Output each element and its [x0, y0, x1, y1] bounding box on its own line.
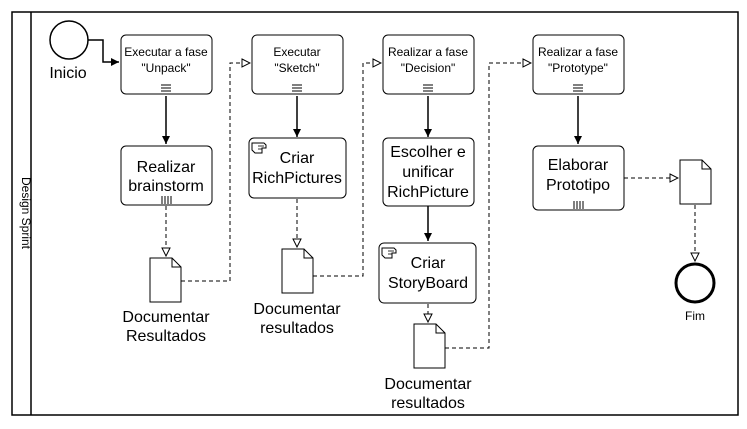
doc1-label-line1: Documentar	[122, 309, 210, 326]
task-prototype-line1: Realizar a fase	[538, 45, 618, 59]
task-choose-line3: RichPicture	[387, 184, 469, 201]
lane-label: Design Sprint	[19, 177, 33, 250]
task-elaborate-line2: Prototipo	[546, 177, 610, 194]
task-brainstorm[interactable]: Realizar brainstorm	[120, 145, 213, 206]
task-unpack-line2: "Unpack"	[141, 61, 190, 75]
task-storyboard-line2: StoryBoard	[388, 275, 468, 292]
sequential-marker-icon	[161, 84, 171, 92]
data-object-doc2[interactable]	[281, 248, 314, 294]
task-richpictures-line1: Criar	[280, 150, 315, 167]
task-storyboard[interactable]: Criar StoryBoard	[378, 242, 477, 304]
task-choose-line1: Escolher e	[390, 144, 466, 161]
task-choose[interactable]: Escolher e unificar RichPicture	[382, 137, 475, 207]
task-richpictures[interactable]: Criar RichPictures	[248, 137, 347, 199]
data-object-doc3[interactable]	[413, 323, 446, 369]
doc3-label-line2: resultados	[391, 395, 465, 412]
task-choose-line2: unificar	[402, 164, 454, 181]
task-elaborate-line1: Elaborar	[548, 157, 609, 174]
parallel-marker-icon	[161, 196, 172, 204]
flow-start-to-unpack	[88, 39, 119, 66]
sequential-marker-icon	[423, 84, 433, 92]
end-event[interactable]	[674, 262, 716, 304]
task-unpack-line1: Executar a fase	[124, 45, 208, 59]
doc2-label-line2: resultados	[260, 320, 334, 337]
task-sketch-line2: "Sketch"	[274, 61, 319, 75]
end-event-label: Fim	[685, 309, 705, 323]
doc1-label-line2: Resultados	[126, 328, 206, 345]
task-decision[interactable]: Realizar a fase "Decision"	[382, 34, 475, 95]
start-event-label: Inicio	[49, 65, 86, 82]
task-elaborate[interactable]: Elaborar Prototipo	[532, 145, 625, 211]
start-event[interactable]	[49, 20, 89, 60]
assoc-doc2-to-decision	[313, 63, 381, 277]
task-sketch-line1: Executar	[273, 45, 320, 59]
task-decision-line2: "Decision"	[401, 61, 456, 75]
assoc-doc1-to-sketch	[181, 63, 250, 282]
task-unpack[interactable]: Executar a fase "Unpack"	[120, 34, 213, 95]
doc2-label-line1: Documentar	[253, 301, 341, 318]
manual-task-hand-icon	[251, 142, 267, 154]
task-prototype-line2: "Prototype"	[548, 61, 608, 75]
data-object-doc1[interactable]	[149, 257, 182, 303]
sequential-marker-icon	[292, 84, 302, 92]
task-prototype[interactable]: Realizar a fase "Prototype"	[532, 34, 625, 95]
task-richpictures-line2: RichPictures	[252, 170, 342, 187]
task-sketch[interactable]: Executar "Sketch"	[251, 34, 344, 95]
manual-task-hand-icon	[381, 247, 397, 259]
assoc-doc3-to-prototype	[445, 63, 531, 349]
data-object-doc4[interactable]	[679, 159, 712, 205]
task-brainstorm-line1: Realizar	[137, 159, 196, 176]
doc3-label-line1: Documentar	[384, 376, 472, 393]
task-decision-line1: Realizar a fase	[388, 45, 468, 59]
task-storyboard-line1: Criar	[411, 255, 446, 272]
task-brainstorm-line2: brainstorm	[128, 178, 204, 195]
sequential-marker-icon	[573, 84, 583, 92]
parallel-marker-icon	[573, 201, 584, 209]
